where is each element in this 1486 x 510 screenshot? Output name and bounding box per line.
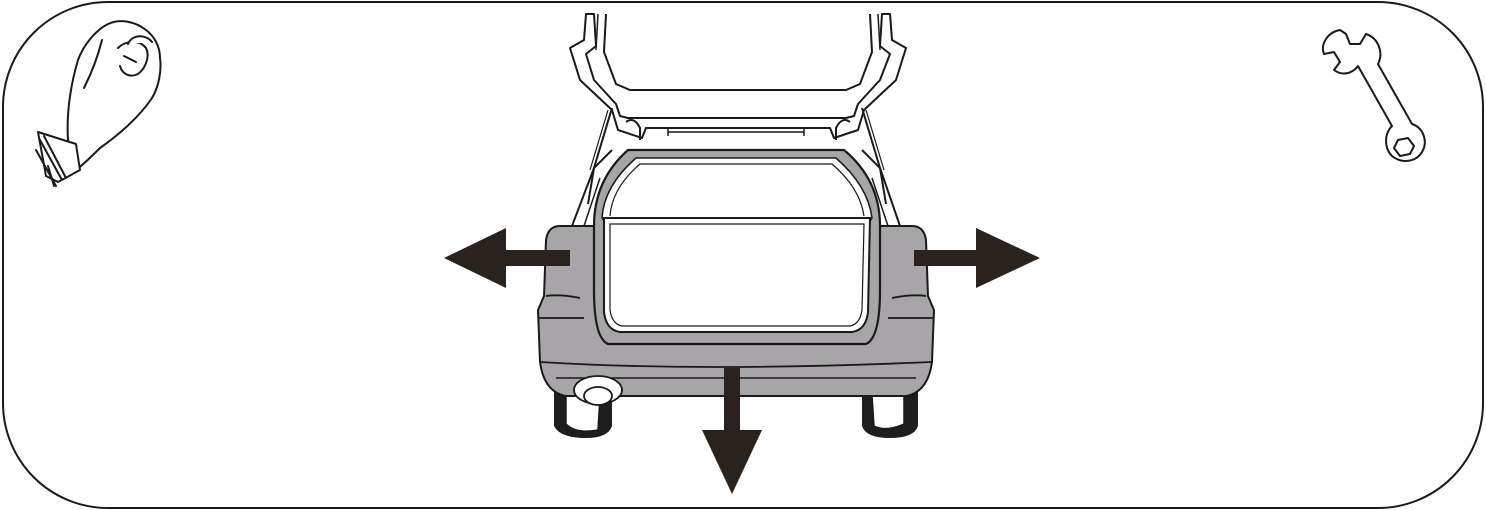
gloved-hand-icon bbox=[35, 20, 162, 187]
arrow-right bbox=[914, 228, 1040, 288]
cargo-liner-panel bbox=[603, 217, 872, 333]
cargo-interior bbox=[601, 157, 873, 225]
exhaust-pipe bbox=[573, 375, 623, 406]
tailgate-window bbox=[602, 13, 874, 91]
gas-strut-right bbox=[861, 107, 887, 205]
arrow-down bbox=[702, 368, 762, 494]
gas-strut-left bbox=[587, 107, 613, 205]
car-rear-view bbox=[536, 13, 936, 438]
wrench-icon bbox=[1322, 29, 1426, 162]
arrow-left bbox=[444, 228, 570, 288]
